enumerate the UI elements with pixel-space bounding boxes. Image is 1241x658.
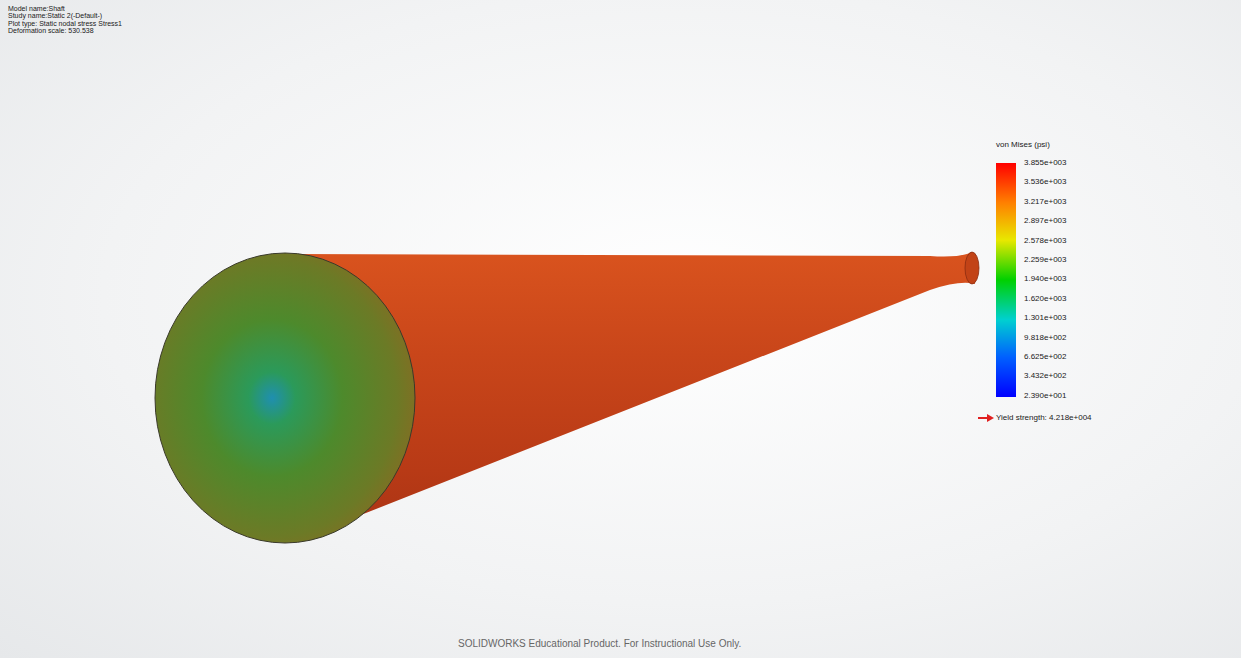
- scale-value: 2.897e+003: [1024, 217, 1067, 225]
- scale-value: 2.259e+003: [1024, 256, 1067, 264]
- scale-value: 1.301e+003: [1024, 314, 1067, 322]
- scale-value: 3.855e+003: [1024, 159, 1067, 167]
- plot-info: Study name:Static 2(-Default-): [8, 12, 102, 19]
- scale-value: 2.578e+003: [1024, 237, 1067, 245]
- scale-value: 1.620e+003: [1024, 295, 1067, 303]
- plot-info: Deformation scale: 530.538: [8, 27, 94, 34]
- scale-value: 3.432e+002: [1024, 372, 1067, 380]
- scale-value: 2.390e+001: [1024, 392, 1067, 400]
- scale-value: 3.536e+003: [1024, 178, 1067, 186]
- watermark: SOLIDWORKS Educational Product. For Inst…: [458, 639, 741, 649]
- plot-info: Plot type: Static nodal stress Stress1: [8, 20, 122, 27]
- plot-info: Model name:Shaft: [8, 5, 65, 12]
- yield-note: Yield strength: 4.218e+004: [996, 414, 1092, 422]
- scale-value: 3.217e+003: [1024, 198, 1067, 206]
- scale-value: 1.940e+003: [1024, 275, 1067, 283]
- scale-value: 9.818e+002: [1024, 334, 1067, 342]
- legend-title: von Mises (psi): [996, 141, 1050, 149]
- scale-value: 6.625e+002: [1024, 353, 1067, 361]
